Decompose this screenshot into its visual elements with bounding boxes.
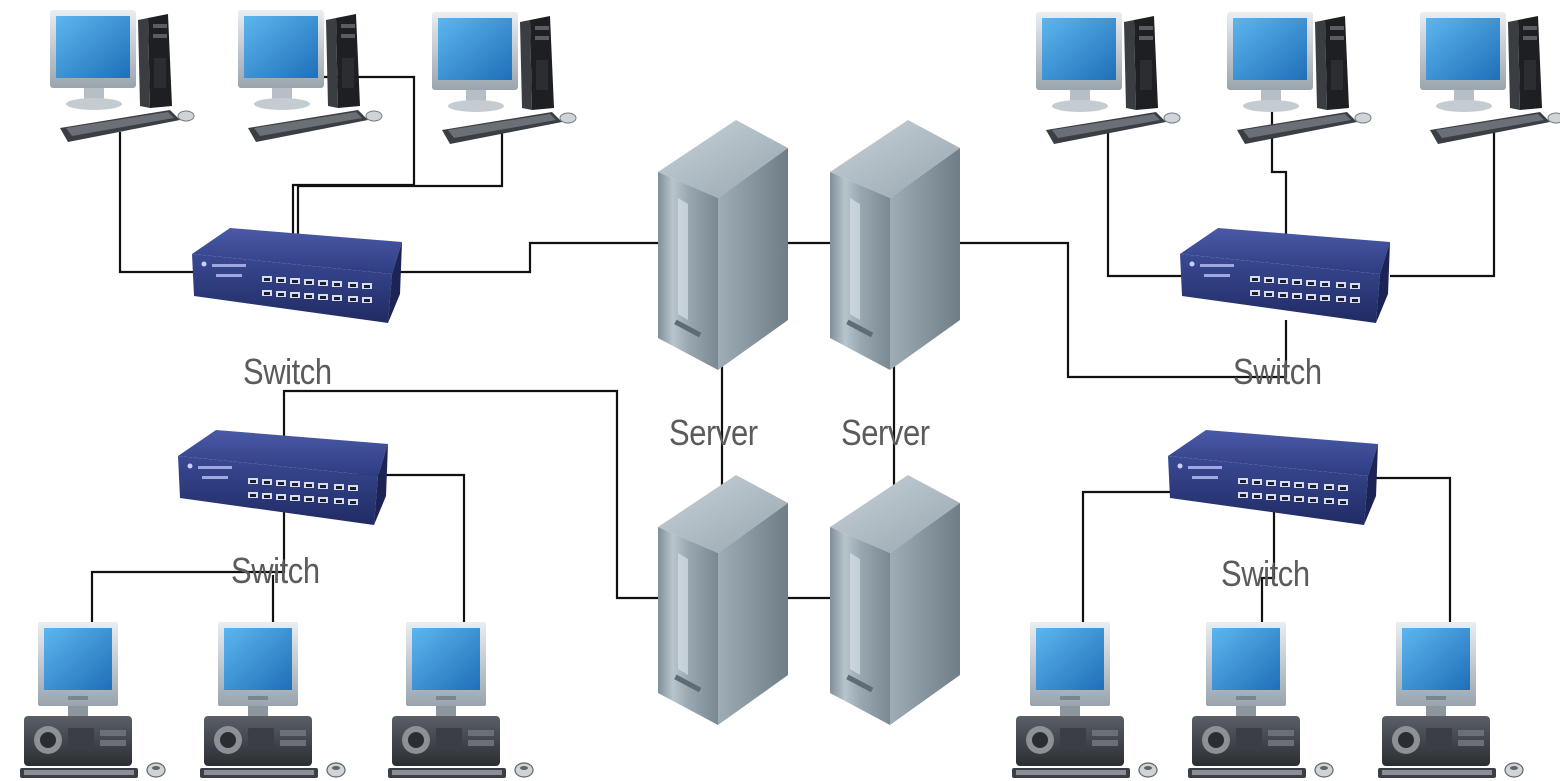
desktop-tower-workstation-icon xyxy=(1035,11,1181,145)
cables xyxy=(90,75,1496,626)
network-switch-icon xyxy=(1168,430,1378,525)
cable-tl-pc3 xyxy=(296,132,504,238)
tower-server-icon xyxy=(830,120,960,370)
cable-tr-pc1 xyxy=(1106,132,1185,278)
cable-tr-pc2 xyxy=(1270,112,1288,236)
desktop-flat-workstation-icon xyxy=(1377,621,1524,779)
switch-label-bottom-left: Switch xyxy=(231,550,320,591)
cable-bl-switch-server xyxy=(282,389,660,600)
desktop-tower-workstation-icon xyxy=(49,9,195,143)
cable-tl-pc1 xyxy=(118,132,193,274)
tower-server-icon xyxy=(658,120,788,370)
desktop-flat-workstation-icon xyxy=(199,621,346,779)
server-label-right: Server xyxy=(841,412,930,453)
cable-tl-switch-server xyxy=(400,241,660,274)
switch-label-top-right: Switch xyxy=(1233,351,1322,392)
network-switch-icon xyxy=(178,430,388,525)
desktop-flat-workstation-icon xyxy=(1187,621,1334,779)
cable-server-tr-switch xyxy=(956,241,1288,379)
tower-server-icon xyxy=(658,475,788,725)
desktop-tower-workstation-icon xyxy=(1226,11,1372,145)
tower-server-icon xyxy=(830,475,960,725)
network-switch-icon xyxy=(1180,228,1390,323)
desktop-tower-workstation-icon xyxy=(431,11,577,145)
cable-bl-pc1 xyxy=(90,470,286,626)
desktop-flat-workstation-icon xyxy=(1011,621,1158,779)
desktop-flat-workstation-icon xyxy=(19,621,166,779)
cable-br-pc1 xyxy=(1081,490,1180,626)
desktop-tower-workstation-icon xyxy=(1419,11,1560,145)
switch-label-bottom-right: Switch xyxy=(1221,553,1310,594)
cable-br-pc2 xyxy=(1260,496,1276,626)
switch-label-top-left: Switch xyxy=(243,351,332,392)
cable-br-pc3 xyxy=(1376,476,1452,626)
server-label-left: Server xyxy=(669,412,758,453)
cable-tr-pc3 xyxy=(1390,132,1496,278)
network-switch-icon xyxy=(192,228,402,323)
desktop-flat-workstation-icon xyxy=(387,621,534,779)
